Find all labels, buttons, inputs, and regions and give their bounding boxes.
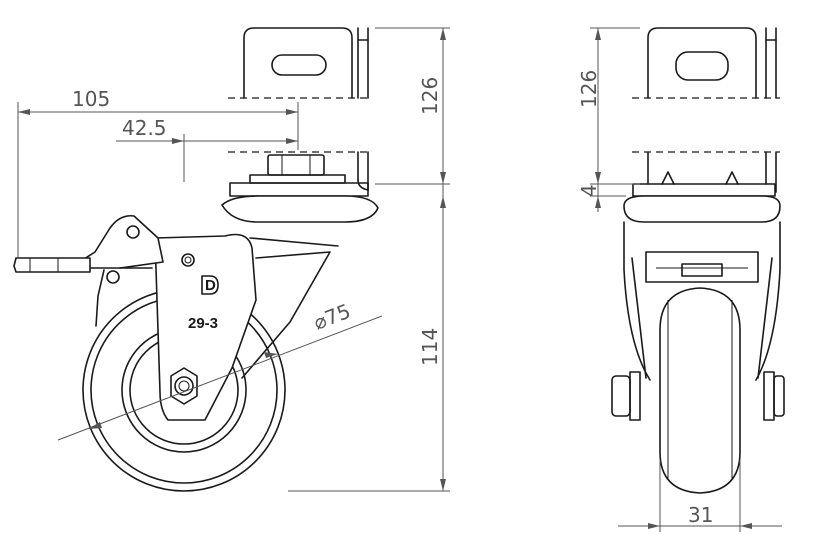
- side-brake-lever: [13, 214, 164, 327]
- dim-overall-width: 105: [17, 87, 299, 258]
- dim-126-side-label: 126: [418, 77, 442, 115]
- dim-105-label: 105: [72, 87, 110, 111]
- front-axle-nut-left: [611, 371, 641, 421]
- side-top-plate: [221, 154, 379, 223]
- model-code: 29-3: [188, 315, 218, 332]
- front-view: 126 4 31: [577, 27, 785, 532]
- dim-42-5-label: 42.5: [122, 116, 167, 140]
- dim-axle-offset: 42.5: [116, 116, 298, 182]
- front-top-plate: [623, 171, 781, 223]
- dim-front-heights: 126 4: [577, 27, 640, 212]
- front-mounting-bracket: [632, 27, 780, 193]
- brand-logo-mark: D: [201, 275, 219, 295]
- axle-nut: [170, 367, 198, 405]
- logo-letter: D: [205, 277, 216, 294]
- dim-4-label: 4: [577, 184, 601, 197]
- dim-31-label: 31: [688, 503, 713, 527]
- front-fork: [611, 221, 785, 421]
- front-wheel: [659, 287, 741, 494]
- side-mounting-bracket: [228, 27, 372, 191]
- side-fork: D 29-3: [154, 233, 339, 421]
- side-view: D 29-3 105: [13, 27, 450, 492]
- dim-114-label: 114: [418, 328, 442, 366]
- front-axle-nut-right: [763, 371, 785, 421]
- dim-side-heights: 126 114: [288, 27, 450, 492]
- dim-126-front-label: 126: [577, 70, 601, 108]
- dim-wheel-width: 31: [618, 460, 782, 532]
